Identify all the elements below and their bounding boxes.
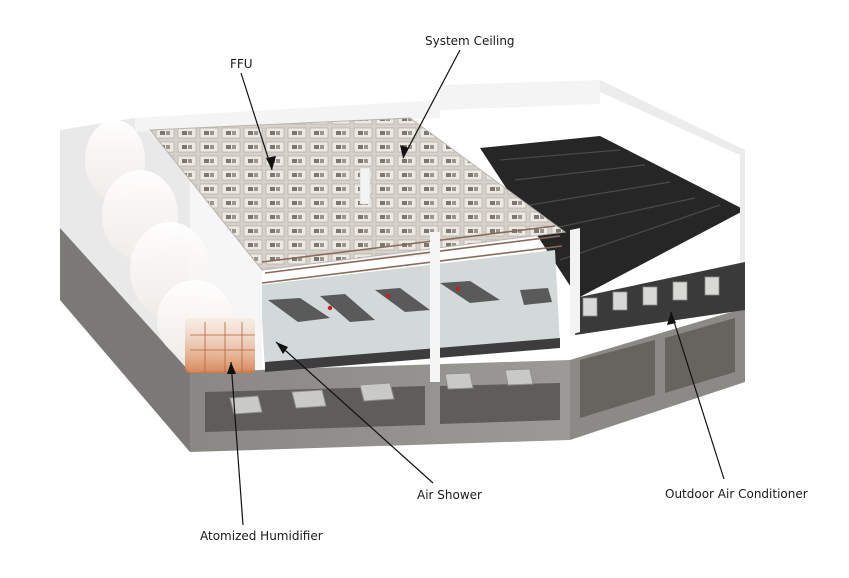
ffu-leader xyxy=(240,72,273,171)
lower-plenum-ac-left xyxy=(580,340,655,418)
ffu-label: FFU xyxy=(230,57,253,71)
back-wall-right xyxy=(440,80,600,110)
leader-arrowheads xyxy=(227,145,676,374)
leader-lines xyxy=(230,49,725,526)
lower-plenum-ac-right xyxy=(665,318,735,393)
air-vent-icon xyxy=(229,368,534,415)
base-left-face xyxy=(60,225,190,452)
outdoor-air-conditioner-leader xyxy=(670,311,725,480)
ceiling-rails xyxy=(261,225,563,284)
system-ceiling-label: System Ceiling xyxy=(425,34,515,48)
system-ceiling-leader xyxy=(402,49,461,159)
lower-plenum-mid xyxy=(440,383,560,424)
divider-wall xyxy=(570,228,580,335)
ac-roof-seams xyxy=(499,149,721,261)
back-wall xyxy=(135,100,440,132)
air-shower-label: Air Shower xyxy=(417,488,482,502)
outdoor-air-conditioner-label: Outdoor Air Conditioner xyxy=(665,487,808,501)
equipment-rows xyxy=(268,281,552,322)
ac-right-wall xyxy=(600,80,745,310)
equipment-indicators xyxy=(327,286,461,311)
ceiling-post xyxy=(359,167,371,205)
atomized-humidifier-label: Atomized Humidifier xyxy=(200,529,323,543)
humidifier-mist-icon xyxy=(85,120,255,373)
system-ceiling-outline xyxy=(148,117,567,271)
atomized-humidifier-leader xyxy=(230,361,244,526)
floor-grating xyxy=(265,338,560,372)
center-post xyxy=(430,232,440,382)
ac-front-band xyxy=(575,262,745,335)
ac-unit-icon xyxy=(582,276,720,317)
air-shower-leader xyxy=(275,341,434,484)
